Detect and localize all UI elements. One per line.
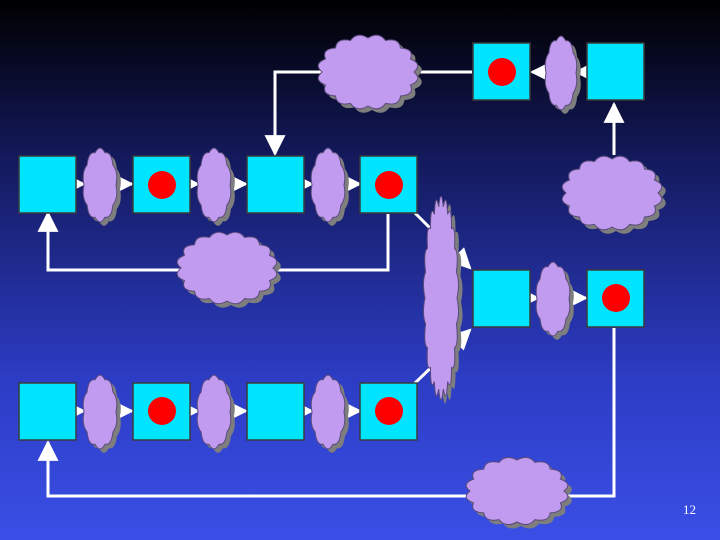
token-top-1 — [488, 58, 516, 86]
cloud-top-right — [544, 35, 581, 114]
cloud-center — [176, 231, 281, 308]
box-row3-1 — [18, 382, 77, 441]
token-row1-4 — [375, 171, 403, 199]
token-row3-2 — [148, 397, 176, 425]
page-number: 12 — [683, 502, 696, 517]
cloud-row3-1 — [82, 374, 121, 453]
box-row1-1 — [18, 155, 77, 214]
cloud-row1-2 — [196, 147, 235, 226]
token-row1-2 — [148, 171, 176, 199]
clouds — [82, 34, 666, 529]
box-top-2 — [586, 42, 645, 101]
cloud-row1-3 — [310, 147, 349, 226]
feedback-line-bottom — [37, 328, 616, 498]
cloud-bottom — [465, 456, 572, 529]
box-mid-1 — [472, 269, 531, 328]
cloud-mid — [535, 261, 574, 340]
cloud-right — [561, 155, 666, 234]
cloud-tall-merge — [423, 195, 463, 404]
box-row1-3 — [246, 155, 305, 214]
cloud-row3-2 — [196, 374, 235, 453]
cloud-row3-3 — [310, 374, 349, 453]
token-row3-4 — [375, 397, 403, 425]
token-mid-2 — [602, 284, 630, 312]
box-row3-2 — [132, 382, 191, 441]
cloud-top — [317, 34, 422, 113]
box-row3-3 — [246, 382, 305, 441]
cloud-row1-1 — [82, 147, 121, 226]
box-row1-2 — [132, 155, 191, 214]
tokens — [148, 58, 630, 425]
